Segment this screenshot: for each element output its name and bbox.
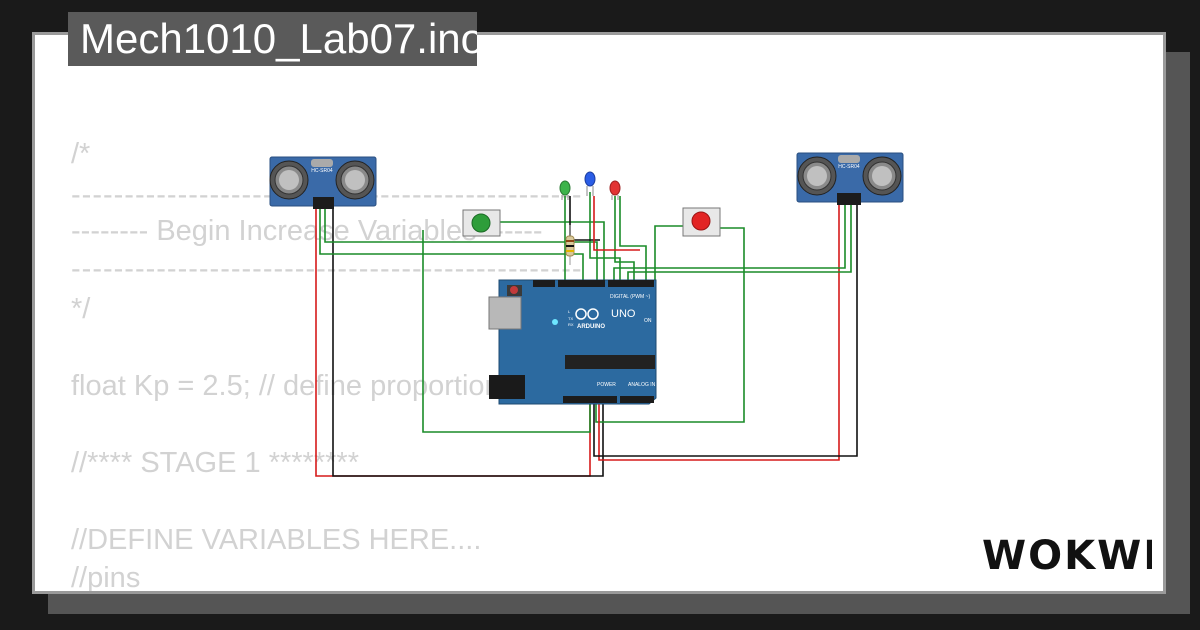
ultrasonic-sensor-left[interactable]: HC-SR04	[269, 156, 377, 209]
project-title[interactable]: Mech1010_Lab07.ino	[68, 12, 477, 66]
analog-header-label: ANALOG IN	[628, 382, 656, 388]
pushbutton-green[interactable]	[462, 209, 501, 237]
sensor-label: HC-SR04	[311, 168, 333, 174]
pushbutton-red[interactable]	[682, 207, 721, 237]
wire-red	[598, 200, 840, 461]
wire-green	[613, 200, 846, 282]
wire-green	[589, 192, 621, 282]
code-line: /*	[71, 138, 91, 170]
power-header-label: POWER	[597, 382, 616, 388]
wokwi-logo-icon: WOKWI	[982, 533, 1158, 579]
wire-green	[500, 221, 605, 282]
ultrasonic-sensor-right[interactable]: HC-SR04	[796, 152, 904, 205]
wire-black	[593, 200, 858, 457]
code-line: ----------------------------------------…	[71, 253, 583, 285]
code-line: */	[71, 293, 91, 325]
wire-green	[422, 230, 591, 433]
board-brand-label: ARDUINO	[577, 324, 605, 330]
wires	[315, 192, 858, 477]
wire-green	[595, 227, 745, 423]
arduino-logo-icon	[575, 308, 599, 320]
tx-label: TX	[568, 316, 573, 321]
resistor[interactable]	[565, 225, 575, 265]
code-line: //pins	[71, 562, 141, 594]
led-green[interactable]	[559, 180, 571, 200]
wire-green	[619, 196, 647, 282]
wokwi-logo-text: WOKWI	[982, 533, 1152, 577]
wokwi-logo[interactable]: WOKWI	[982, 533, 1158, 582]
wire-green	[654, 225, 683, 282]
wire-green	[614, 196, 635, 282]
led-red[interactable]	[609, 180, 621, 200]
wire-green	[324, 208, 598, 282]
on-label: ON	[644, 318, 652, 324]
wire-black	[569, 196, 600, 241]
sensor-label: HC-SR04	[838, 164, 860, 170]
wire-red	[593, 196, 640, 251]
arduino-uno-board[interactable]: DIGITAL (PWM ~) UNO ARDUINO ON L TX RX P…	[488, 279, 657, 405]
led-blue[interactable]	[584, 171, 596, 196]
wire-green	[627, 200, 852, 282]
rx-label: RX	[568, 322, 574, 327]
wire-green	[319, 208, 584, 282]
wire-black	[332, 208, 604, 477]
l-label: L	[568, 309, 571, 314]
board-model-label: UNO	[611, 308, 636, 320]
code-line: //**** STAGE 1 ********	[71, 447, 359, 479]
digital-header-label: DIGITAL (PWM ~)	[610, 294, 650, 300]
code-line: //DEFINE VARIABLES HERE....	[71, 524, 482, 556]
